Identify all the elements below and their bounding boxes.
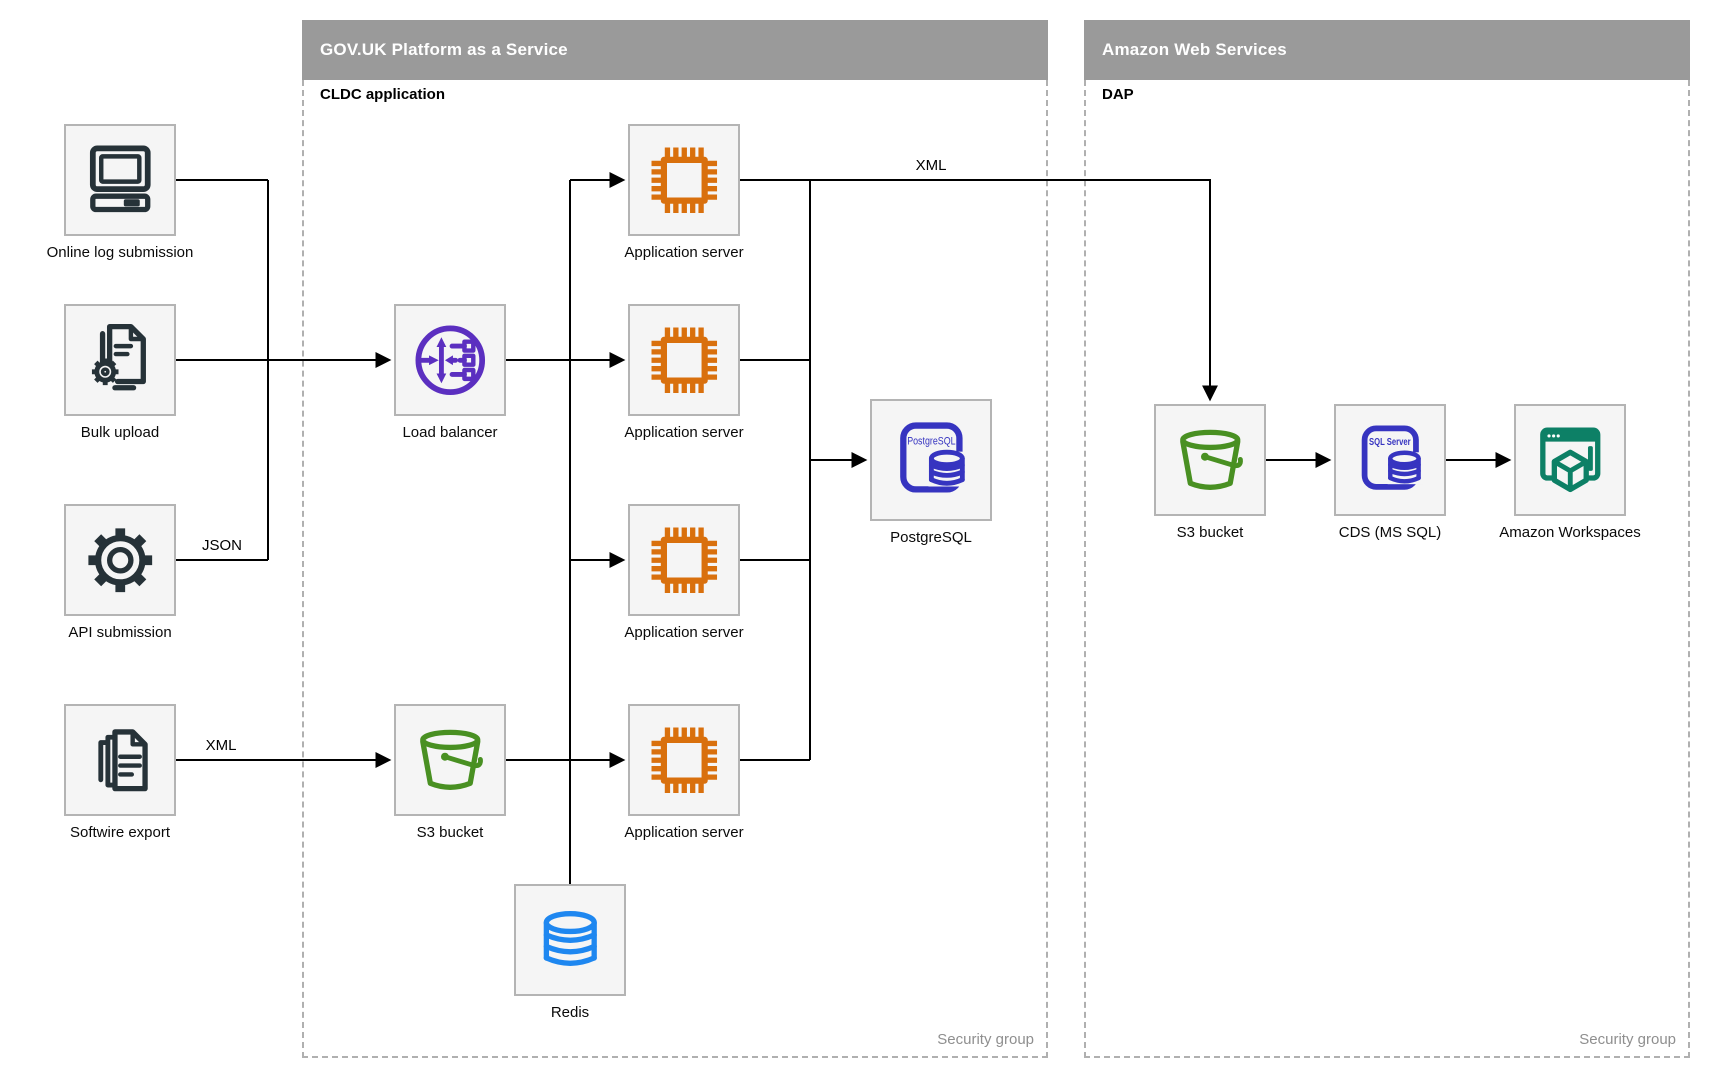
documents-icon — [98, 729, 148, 791]
node-label-postgresql: PostgreSQL — [890, 529, 972, 546]
node-label-application-server-3: Application server — [624, 624, 744, 641]
security-group-label: Security group — [1579, 1031, 1676, 1048]
security-group-boundary — [302, 80, 1048, 1058]
node-label-cds-ms-sql: CDS (MS SQL) — [1338, 524, 1442, 541]
node-load-balancer — [394, 304, 506, 416]
node-label-api-submission: API submission — [68, 624, 172, 641]
node-label-application-server-4: Application server — [624, 824, 744, 841]
security-group-label: Security group — [937, 1031, 1034, 1048]
container-title: GOV.UK Platform as a Service — [320, 40, 568, 59]
node-label-redis: Redis — [550, 1004, 590, 1021]
node-label-application-server-2: Application server — [624, 424, 744, 441]
node-application-server-4 — [628, 704, 740, 816]
node-online-log-submission — [64, 124, 176, 236]
node-s3-bucket-dap — [1154, 404, 1266, 516]
node-label-application-server-1: Application server — [624, 244, 744, 261]
node-api-submission — [64, 504, 176, 616]
node-label-softwire-export: Softwire export — [69, 824, 171, 841]
edge-label-xml-2: XML — [915, 157, 947, 174]
container-subtitle: CLDC application — [320, 86, 446, 103]
node-amazon-workspaces — [1514, 404, 1626, 516]
container-title: Amazon Web Services — [1102, 40, 1287, 59]
node-s3-bucket-paas — [394, 704, 506, 816]
node-label-s3-bucket-paas: S3 bucket — [416, 824, 484, 841]
chip-icon — [651, 327, 717, 393]
gear-icon — [88, 528, 152, 592]
node-application-server-3 — [628, 504, 740, 616]
bucket-icon — [1179, 429, 1243, 490]
security-group-boundary — [1084, 80, 1690, 1058]
chip-icon — [651, 147, 717, 213]
node-bulk-upload — [64, 304, 176, 416]
node-label-load-balancer: Load balancer — [402, 424, 498, 441]
node-label-bulk-upload: Bulk upload — [80, 424, 160, 441]
node-application-server-1 — [628, 124, 740, 236]
chip-icon — [651, 527, 717, 593]
bucket-icon — [419, 729, 483, 790]
node-label-s3-bucket-dap: S3 bucket — [1176, 524, 1244, 541]
edge-label-json-0: JSON — [201, 537, 243, 554]
node-cds-ms-sql: SQL Server — [1334, 404, 1446, 516]
node-redis — [514, 884, 626, 996]
container-header: Amazon Web Services — [1084, 20, 1690, 80]
container-header: GOV.UK Platform as a Service — [302, 20, 1048, 80]
workspaces-icon — [1539, 427, 1601, 492]
document-gear-icon — [91, 323, 146, 391]
node-label-online-log-submission: Online log submission — [46, 244, 194, 261]
postgresql-icon: PostgreSQL — [899, 422, 967, 493]
load-balancer-icon — [415, 325, 485, 395]
chip-icon — [651, 727, 717, 793]
container-subtitle: DAP — [1102, 86, 1134, 103]
node-postgresql: PostgreSQL — [870, 399, 992, 521]
node-application-server-2 — [628, 304, 740, 416]
computer-icon — [89, 145, 151, 212]
node-softwire-export — [64, 704, 176, 816]
svg-text:PostgreSQL: PostgreSQL — [907, 435, 955, 447]
sql-server-icon: SQL Server — [1361, 425, 1423, 490]
edge-label-xml-1: XML — [205, 737, 237, 754]
node-label-amazon-workspaces: Amazon Workspaces — [1499, 524, 1641, 541]
database-icon — [543, 910, 597, 966]
svg-text:SQL Server: SQL Server — [1369, 437, 1411, 448]
